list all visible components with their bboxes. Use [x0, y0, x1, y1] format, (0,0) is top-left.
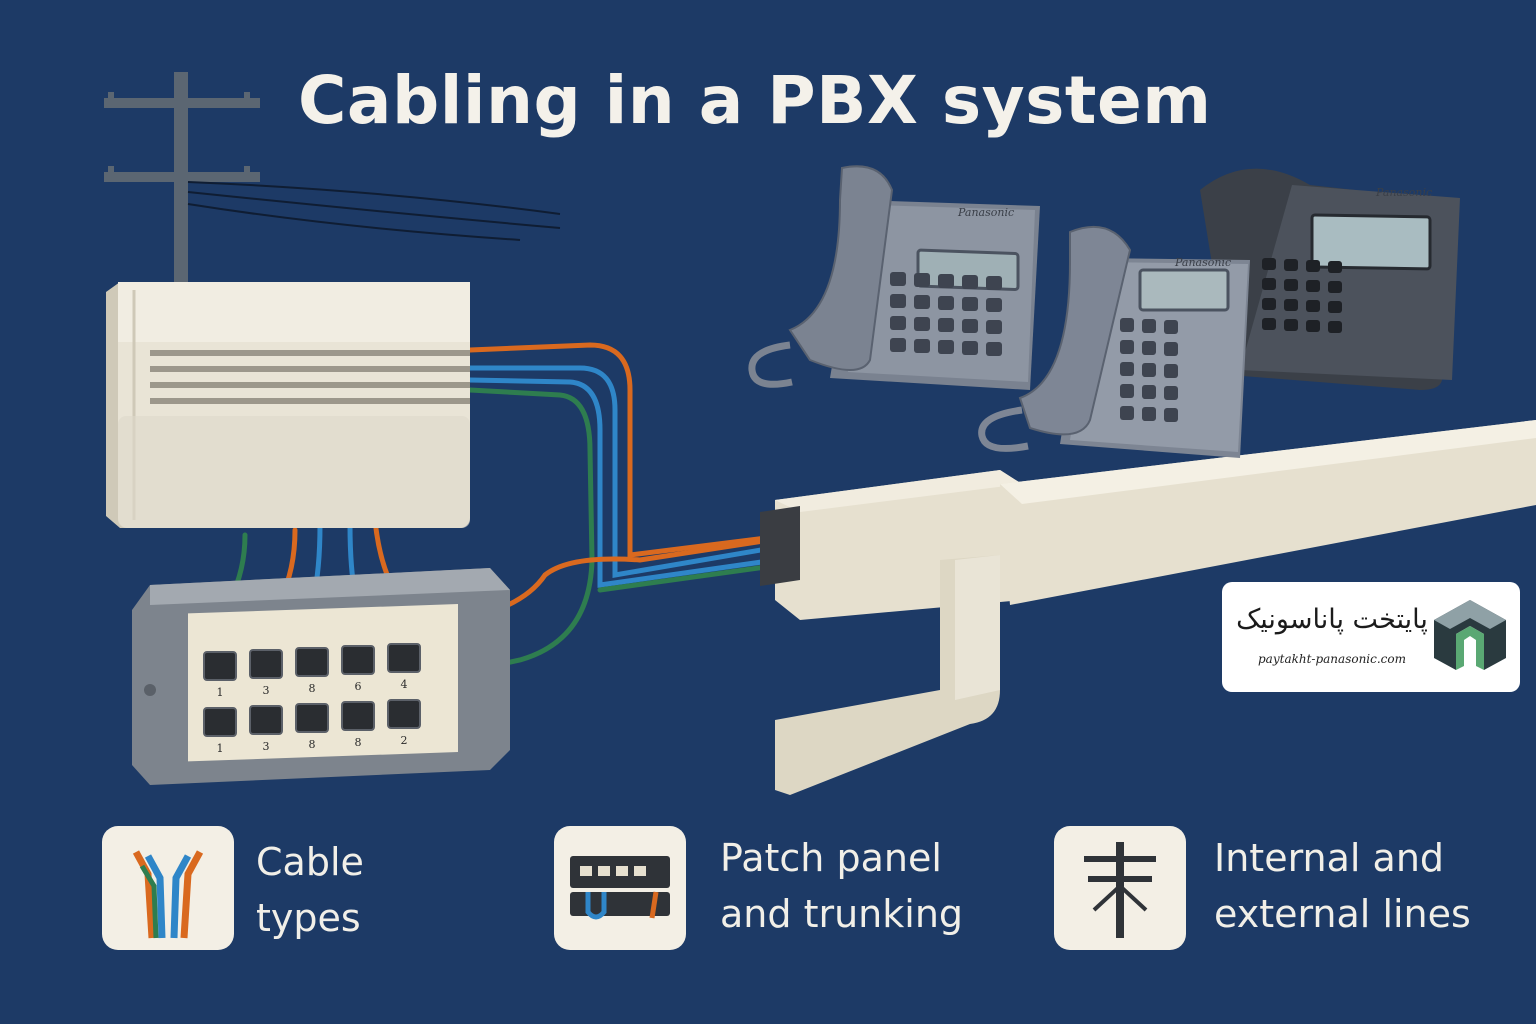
patch-port: [203, 651, 237, 681]
patch-port: [295, 703, 329, 733]
phone-key: [1120, 362, 1134, 376]
patch-port-number: 1: [217, 742, 224, 755]
patch-port: [203, 707, 237, 737]
phone-key: [914, 317, 930, 331]
phone-key: [962, 319, 978, 333]
phone-key: [1262, 318, 1276, 330]
patch-port-number: 8: [309, 738, 316, 751]
phone-key: [962, 275, 978, 289]
brand-mark-icon: [1434, 600, 1506, 670]
phone-key: [938, 318, 954, 332]
phone-key: [1164, 386, 1178, 400]
patch-port: [295, 647, 329, 677]
patch-port-number: 3: [263, 684, 270, 697]
phone-key: [914, 273, 930, 287]
page-title: Cabling in a PBX system: [298, 62, 1212, 139]
patch-port: [341, 645, 375, 675]
patch-panel: 1 3 8 6 4 1 3 8 8 2: [132, 568, 510, 785]
phone-key: [1120, 318, 1134, 332]
phone-key: [1120, 384, 1134, 398]
phone-key: [986, 298, 1002, 312]
feature-cable-types-line2: types: [256, 896, 361, 940]
patch-port: [341, 701, 375, 731]
utility-pole-icon: [1054, 826, 1186, 950]
phone-key: [1306, 320, 1320, 332]
phone-key: [1142, 385, 1156, 399]
phone-key: [1120, 406, 1134, 420]
feature-patch-panel-line2: and trunking: [720, 892, 964, 936]
phone-key: [986, 276, 1002, 290]
patch-port: [387, 643, 421, 673]
patch-port-number: 3: [263, 740, 270, 753]
phone-right-brand: Panasonic: [1375, 186, 1432, 199]
phone-key: [1120, 340, 1134, 354]
phone-key: [938, 274, 954, 288]
patch-port: [387, 699, 421, 729]
phone-key: [1284, 319, 1298, 331]
phone-key: [890, 294, 906, 308]
phone-key: [1142, 319, 1156, 333]
phone-key: [1306, 300, 1320, 312]
feature-lines-line2: external lines: [1214, 892, 1471, 936]
phone-key: [962, 341, 978, 355]
patch-port: [249, 649, 283, 679]
patch-port-number: 8: [309, 682, 316, 695]
phone-key: [890, 316, 906, 330]
brand-url: paytakht-panasonic.com: [1258, 652, 1406, 666]
feature-cable-types-line1: Cable: [256, 840, 364, 884]
phone-left: Panasonic: [748, 165, 1040, 390]
phone-key: [1142, 363, 1156, 377]
utility-pole: [104, 72, 561, 292]
brand-name: پایتخت پاناسونیک: [1236, 604, 1428, 635]
patch-port-number: 2: [401, 734, 408, 747]
phone-key: [986, 320, 1002, 334]
phone-key: [914, 295, 930, 309]
patch-panel-icon: [554, 826, 686, 950]
phone-key: [1164, 364, 1178, 378]
phone-middle-brand: Panasonic: [1174, 256, 1231, 269]
phone-key: [1262, 258, 1276, 270]
phone-key: [1284, 279, 1298, 291]
phone-left-brand: Panasonic: [957, 206, 1014, 219]
phone-right: Panasonic: [1200, 168, 1460, 390]
phone-key: [1164, 342, 1178, 356]
cable-types-icon: [102, 826, 234, 950]
phone-key: [1306, 280, 1320, 292]
phone-key: [890, 272, 906, 286]
phone-key: [938, 340, 954, 354]
patch-port-number: 4: [401, 678, 408, 691]
phone-key: [1284, 259, 1298, 271]
phone-key: [1164, 408, 1178, 422]
patch-port-number: 6: [355, 680, 362, 693]
phone-key: [1328, 301, 1342, 313]
patch-port: [249, 705, 283, 735]
phone-key: [986, 342, 1002, 356]
patch-port-number: 1: [217, 686, 224, 699]
pbx-unit: [106, 282, 470, 528]
phone-key: [962, 297, 978, 311]
phone-key: [914, 339, 930, 353]
feature-lines-line1: Internal and: [1214, 836, 1445, 880]
phone-key: [1328, 281, 1342, 293]
phone-key: [1142, 407, 1156, 421]
phone-key: [1142, 341, 1156, 355]
phone-key: [890, 338, 906, 352]
phone-key: [1306, 260, 1320, 272]
brand-logo-card: پایتخت پاناسونیک paytakht-panasonic.com: [1222, 582, 1520, 692]
phone-key: [1328, 261, 1342, 273]
phone-middle: Panasonic: [978, 225, 1250, 458]
feature-patch-panel-line1: Patch panel: [720, 836, 942, 880]
phone-key: [1328, 321, 1342, 333]
phone-key: [1262, 298, 1276, 310]
patch-port-number: 8: [355, 736, 362, 749]
phone-key: [938, 296, 954, 310]
phone-key: [1164, 320, 1178, 334]
phone-key: [1284, 299, 1298, 311]
phone-key: [1262, 278, 1276, 290]
